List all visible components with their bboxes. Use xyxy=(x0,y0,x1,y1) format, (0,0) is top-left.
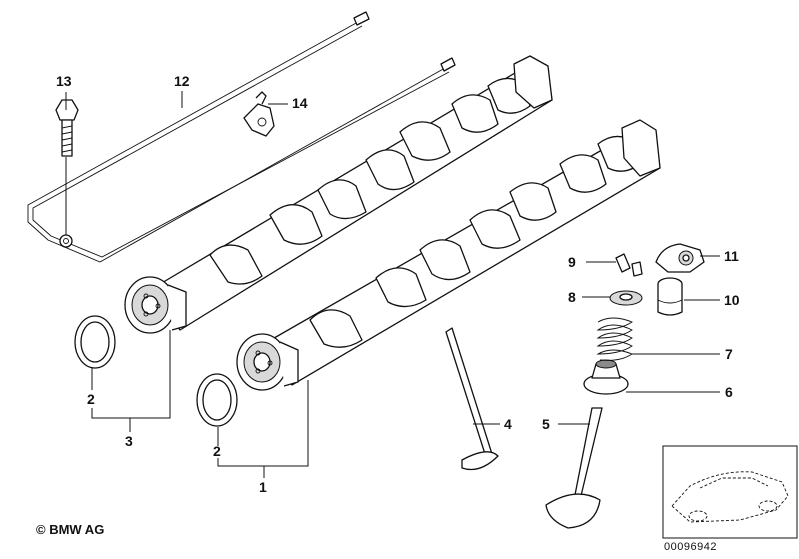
valve-spring xyxy=(596,317,633,361)
callout-7: 7 xyxy=(725,346,733,362)
callout-2-lower: 2 xyxy=(213,443,221,459)
sealing-ring-lower xyxy=(196,373,238,427)
callout-5: 5 xyxy=(542,416,550,432)
callout-2-upper: 2 xyxy=(87,391,95,407)
camshaft-lower xyxy=(236,119,661,391)
valve-keepers xyxy=(615,253,643,277)
callout-8: 8 xyxy=(568,289,576,305)
callout-3: 3 xyxy=(125,433,133,449)
clip xyxy=(243,91,275,137)
camshaft-upper xyxy=(124,55,553,334)
callout-13: 13 xyxy=(56,73,72,89)
valve-stem-seal xyxy=(583,359,629,395)
callout-14: 14 xyxy=(292,95,308,111)
callout-12: 12 xyxy=(174,73,190,89)
spring-retainer xyxy=(609,290,643,306)
oil-spray-tube xyxy=(27,11,456,263)
copyright-notice: © BMW AG xyxy=(36,522,105,537)
vehicle-thumbnail xyxy=(662,445,798,539)
callout-1: 1 xyxy=(259,479,267,495)
callout-11: 11 xyxy=(724,248,739,264)
callout-6: 6 xyxy=(725,384,733,400)
valve-exhaust xyxy=(445,327,499,471)
sealing-ring-upper xyxy=(74,315,116,369)
valve-intake xyxy=(545,407,603,529)
hollow-bolt xyxy=(55,99,79,157)
document-number: 00096942 xyxy=(664,541,717,553)
callout-10: 10 xyxy=(724,292,740,308)
callouts: 13 12 14 2 3 2 1 4 5 6 7 8 9 10 11 xyxy=(56,73,740,495)
roller-finger-follower xyxy=(655,243,705,273)
leader-lines xyxy=(65,91,720,478)
callout-9: 9 xyxy=(568,254,576,270)
callout-4: 4 xyxy=(504,416,512,432)
hydraulic-tappet xyxy=(657,277,683,316)
